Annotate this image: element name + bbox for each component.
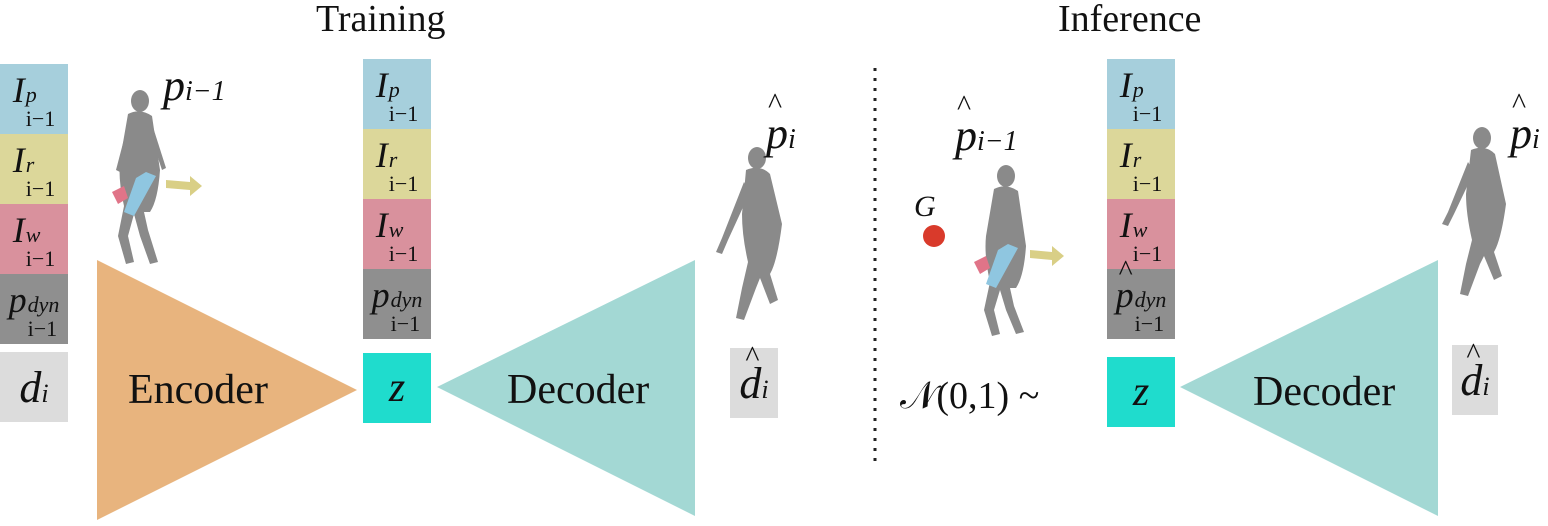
decoder-label-training: Decoder xyxy=(507,367,650,413)
output-d-hat-cell-inference: ^di xyxy=(1452,337,1498,415)
decoder-triangle-inference xyxy=(1180,260,1438,516)
latent-z-cell-training: z xyxy=(363,353,431,423)
training-title: Training xyxy=(316,0,446,40)
human-figure-pred-training xyxy=(716,147,782,320)
input-d-cell: di xyxy=(0,352,68,422)
human-figure-pred-inference xyxy=(1442,127,1506,296)
encoder-label: Encoder xyxy=(128,367,268,413)
decoder-label-inference: Decoder xyxy=(1253,369,1396,415)
pose-prev-hat-label: ^pi−1 xyxy=(955,89,1018,160)
pose-pred-label-training: ^pi xyxy=(766,87,796,158)
pose-prev-label: pi−1 xyxy=(163,61,226,110)
encoder-triangle xyxy=(97,260,357,520)
inference-title: Inference xyxy=(1058,0,1202,40)
arrow-glyphs-training xyxy=(112,172,202,216)
latent-z-cell-inference: z xyxy=(1107,357,1175,427)
goal-label: G xyxy=(914,190,936,223)
arrow-glyphs-inference xyxy=(974,244,1064,288)
decoder-triangle-training xyxy=(437,260,695,516)
prior-distribution-label: 𝒩(0,1) ~ xyxy=(900,375,1040,417)
output-d-hat-cell-training: ^di xyxy=(730,340,778,418)
pose-pred-label-inference: ^pi xyxy=(1510,87,1540,158)
goal-marker xyxy=(923,225,945,247)
